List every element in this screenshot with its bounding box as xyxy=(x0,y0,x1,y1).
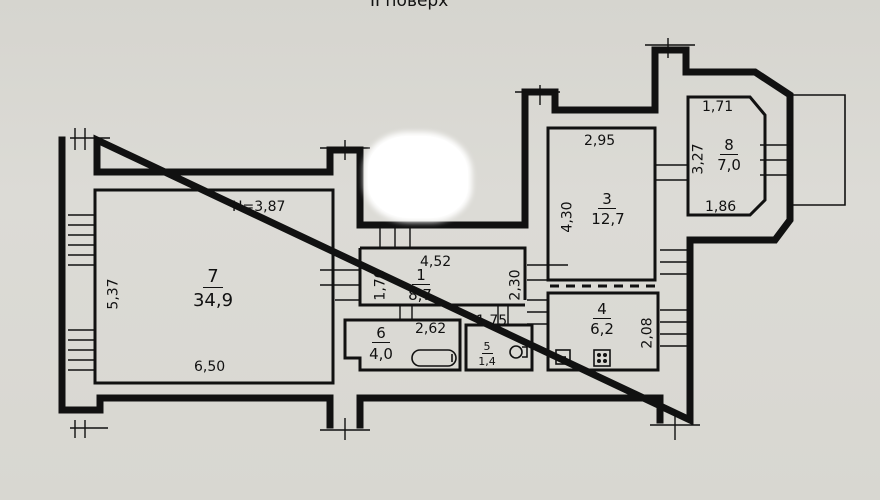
room-4-height-dim: 2,08 xyxy=(639,317,656,349)
room-6-width-dim: 2,62 xyxy=(415,321,447,337)
room-6-area: 4,0 xyxy=(369,345,393,363)
room-1-width-dim: 4,52 xyxy=(420,254,452,270)
room-7-area: 34,9 xyxy=(192,290,234,311)
window-marks xyxy=(68,38,792,440)
room-5-area: 1,4 xyxy=(478,355,496,368)
partition-room3 xyxy=(546,126,657,282)
room-1-area: 8,7 xyxy=(408,286,432,304)
room-1-left-dim: 1,70 xyxy=(372,269,389,301)
room-3-width-dim: 2,95 xyxy=(584,133,616,149)
room-8-number: 8 xyxy=(717,138,741,155)
room-7-height-dim: 5,37 xyxy=(105,278,122,310)
room-8-height-dim: 3,27 xyxy=(690,143,707,175)
partition-room8 xyxy=(686,95,767,217)
balcony-outline xyxy=(792,94,846,206)
room-8-area: 7,0 xyxy=(717,156,741,174)
room-5-number: 5 xyxy=(481,340,493,354)
room-3-height-dim: 4,30 xyxy=(559,201,576,233)
sink-icon xyxy=(555,349,571,365)
room-1-bottom-dim: 1,75 xyxy=(476,313,508,329)
room-3-number: 3 xyxy=(595,192,619,209)
partition-room4 xyxy=(546,291,660,372)
room-8-bottom-dim: 1,86 xyxy=(705,199,737,215)
room-8-top-dim: 1,71 xyxy=(702,99,734,115)
room-4-number: 4 xyxy=(590,302,614,319)
ceiling-height-label: H=3,87 xyxy=(232,199,286,215)
room-1-right-dim: 2,30 xyxy=(507,269,524,301)
room-7-number: 7 xyxy=(193,268,233,288)
redacted-smudge xyxy=(368,136,468,218)
room-7-width-dim: 6,50 xyxy=(194,359,226,375)
room-1-number: 1 xyxy=(408,268,434,285)
room-4-area: 6,2 xyxy=(590,320,614,338)
room-6-number: 6 xyxy=(370,326,392,343)
stove-icon xyxy=(593,349,611,367)
partition-room1 xyxy=(358,246,527,307)
partition-room6 xyxy=(343,318,462,372)
toilet-icon xyxy=(509,345,528,359)
floor-title: II поверх xyxy=(370,0,449,11)
partition-room5 xyxy=(464,323,534,372)
partition-room7 xyxy=(93,188,335,385)
room-3-area: 12,7 xyxy=(591,210,625,228)
outer-wall xyxy=(58,46,794,429)
bathtub-icon xyxy=(411,349,457,367)
